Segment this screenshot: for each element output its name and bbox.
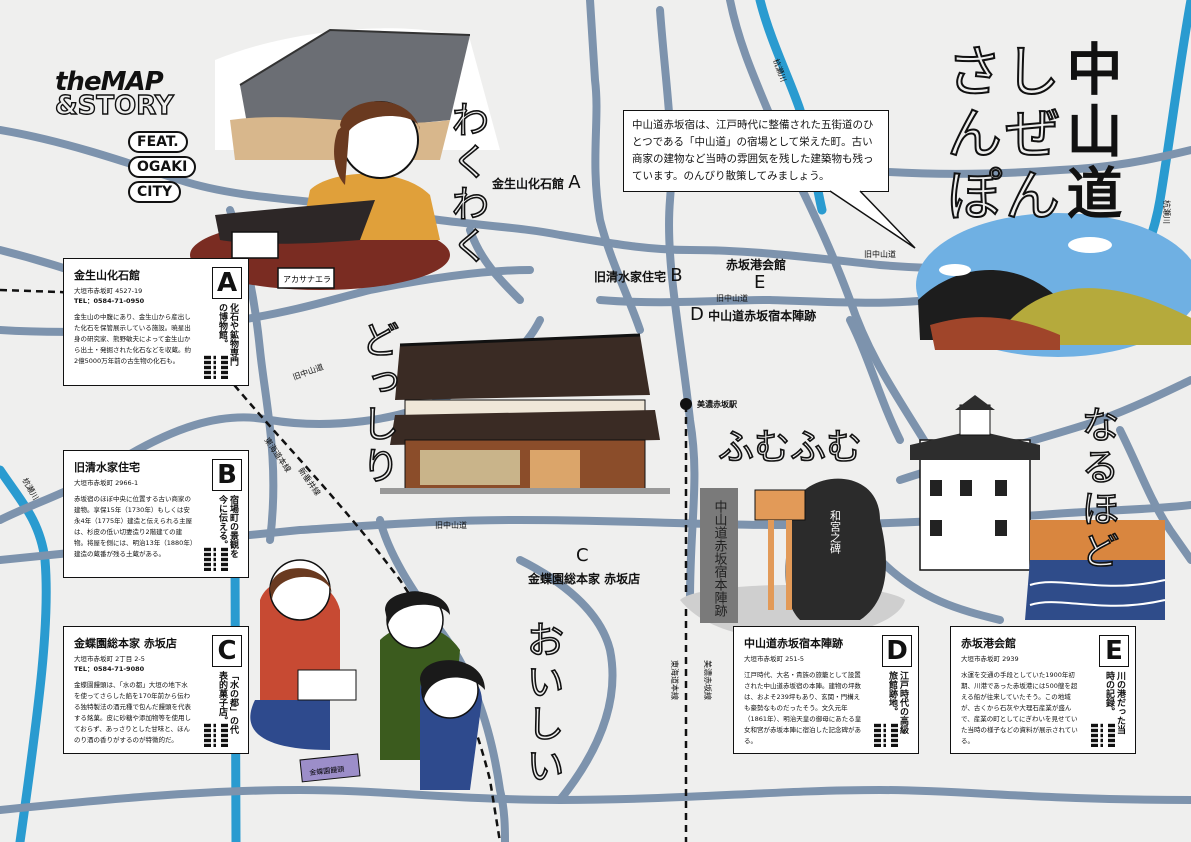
logo-line-1: theMAP [55,67,164,97]
card-description: 金蝶園饅頭は、「水の都」大垣の地下水を使ってさらした餡を170年前から伝わる独特… [74,681,191,744]
road-20 [846,316,904,444]
card-letter: C [212,635,242,667]
card-name: 中山道赤坂宿本陣跡 [744,637,843,650]
spot-letter-c: C [576,545,589,566]
road-label-tokaido-1: 東海道本線 [262,435,293,474]
logo-pill-ogaki: OGAKI [128,156,197,178]
spot-label-b[interactable]: 旧清水家住宅 B [594,265,683,286]
info-card-b[interactable]: 旧清水家住宅 大垣市赤坂町 2966-1 赤坂宿のほぼ中央に位置する古い商家の建… [63,450,249,578]
card-address: 大垣市赤坂町 2966-1 [74,479,139,487]
logo-pill-city: CITY [128,181,182,203]
qr-code-icon[interactable] [204,547,228,571]
qr-code-icon[interactable] [1091,723,1115,747]
road-15 [1116,426,1191,564]
road-13 [0,786,1191,814]
road-19 [876,556,1004,624]
info-card-a[interactable]: 金生山化石館 大垣市赤坂町 4527-19 TEL：0584-71-0950 金… [63,258,249,386]
spot-label-c[interactable]: 金蝶園総本家 赤坂店 [528,572,641,586]
fossil-illustration: アカサナエラ [190,28,500,290]
card-letter: A [212,267,242,299]
road-label-nakasendo-2: 旧中山道 [716,293,748,303]
qr-code-icon[interactable] [874,723,898,747]
page-subtitle: しぜんさんぽ [936,41,1061,229]
card-description: 金生山の中腹にあり、金生山から産出した化石を保管展示している施設。暁星出身の研究… [74,313,191,365]
card-catchphrase: 「水の都」の代表的菓子店。 [217,671,238,734]
card-name: 赤坂港会館 [961,637,1016,650]
monument-inscription: 和宮之碑 [829,510,842,555]
card-name: 金生山化石館 [74,269,140,282]
qr-code-icon[interactable] [204,723,228,747]
road-label-tokaido-2: 東海道本線 [670,660,680,700]
card-description: 江戸時代、大名・貴族の旅籠として設置された中山道赤坂宿の本陣。建物の坪数は、およ… [744,671,862,745]
intro-text: 中山道赤坂宿は、江戸時代に整備された五街道のひとつである「中山道」の宿場として栄… [623,110,889,192]
mountain-illustration [916,213,1191,357]
river-label-2: 杭瀬川 [1162,200,1172,224]
page-title: 中山道 [1057,40,1122,226]
spot-name-b: 旧清水家住宅 [594,270,667,284]
mood-naruhodo: なるほど [1074,404,1120,574]
station-marker [680,398,692,410]
card-name: 金蝶園総本家 赤坂店 [74,637,177,650]
card-letter: D [882,635,912,667]
station-label[interactable]: 美濃赤坂駅 [697,400,737,409]
honjin-monument-illustration: 中山道赤坂宿本陣跡 和宮之碑 [680,478,905,640]
logo-pills: FEAT. OGAKI CITY [128,128,197,203]
spot-name-a: 金生山化石館 [492,177,565,191]
logo: theMAP &STORY [54,67,174,121]
info-card-e[interactable]: 赤坂港会館 大垣市赤坂町 2939 水運を交通の手段としていた1900年初期、川… [950,626,1136,754]
spot-name-e: 赤坂港会館 [726,258,787,272]
spot-letter-a: A [568,172,581,193]
road-06 [596,296,934,307]
road-label-nakasendo-1: 旧中山道 [864,249,896,259]
mood-dosshiri: どっしり [354,319,400,489]
mood-oishii: おいしい [519,619,565,789]
card-catchphrase: 化石や鉱物専門の博物館。 [217,303,238,366]
road-11 [516,556,617,804]
speech-tail [829,190,916,249]
card-address: 大垣市赤坂町 2丁目 2-5 [74,655,145,663]
road-09 [856,146,1191,178]
spot-letter-b: B [670,265,683,286]
river-west [0,465,51,842]
road-02 [586,0,644,334]
fossil-sign-label: アカサナエラ [283,275,331,284]
road-label-nakasendo-4: 旧中山道 [435,520,467,530]
honjin-pillar-text: 中山道赤坂宿本陣跡 [712,500,728,617]
card-address: 大垣市赤坂町 2939 [961,655,1019,663]
info-card-d[interactable]: 中山道赤坂宿本陣跡 大垣市赤坂町 251-5 江戸時代、大名・貴族の旅籠として設… [733,626,919,754]
road-01 [0,126,1064,273]
card-tel: TEL：0584-71-9080 [74,665,145,673]
spot-letter-d: D [690,304,704,325]
card-description: 水運を交通の手段としていた1900年初期、川港であった赤坂港には500艘を超える… [961,671,1078,745]
logo-pill-feat: FEAT. [128,131,188,153]
spot-label-a[interactable]: 金生山化石館 A [492,172,581,193]
card-address: 大垣市赤坂町 4527-19 [74,287,143,295]
road-label-nakasendo-3: 旧中山道 [291,362,324,382]
merchant-house-illustration [380,333,670,494]
card-tel: TEL：0584-71-0950 [74,297,145,305]
info-card-c[interactable]: 金蝶園総本家 赤坂店 大垣市赤坂町 2丁目 2-5 TEL：0584-71-90… [63,626,249,754]
spot-label-d[interactable]: D 中山道赤坂宿本陣跡 [690,304,816,325]
card-catchphrase: 宿場町の景観を今に伝える。 [217,495,238,558]
road-label-mino-akasaka: 美濃赤坂線 [703,660,713,700]
card-address: 大垣市赤坂町 251-5 [744,655,804,663]
qr-code-icon[interactable] [204,355,228,379]
spot-label-e[interactable]: 赤坂港会館 [726,256,786,273]
mood-fumufumu: ふむふむ [717,426,863,469]
card-letter: B [212,459,242,491]
card-name: 旧清水家住宅 [74,461,140,474]
logo-line-2: &STORY [54,91,174,121]
port-hall-illustration [910,395,1166,620]
road-17 [466,226,524,304]
road-04 [726,0,934,454]
card-description: 赤坂宿のほぼ中央に位置する古い商家の建物。享保15年（1730年）もしくは安永4… [74,495,194,558]
spot-letter-e: E [754,272,766,293]
card-letter: E [1099,635,1129,667]
card-catchphrase: 江戸時代の高級旅館跡地。 [887,671,908,734]
card-catchphrase: 川の港だった当時の記録。 [1104,671,1125,734]
mood-wakuwaku: わくわく [444,99,490,269]
spot-name-d: 中山道赤坂宿本陣跡 [708,309,817,323]
sweets-box-label: 金蝶園饅頭 [309,764,345,777]
sweets-shop-illustration: 金蝶園饅頭 [250,559,485,790]
